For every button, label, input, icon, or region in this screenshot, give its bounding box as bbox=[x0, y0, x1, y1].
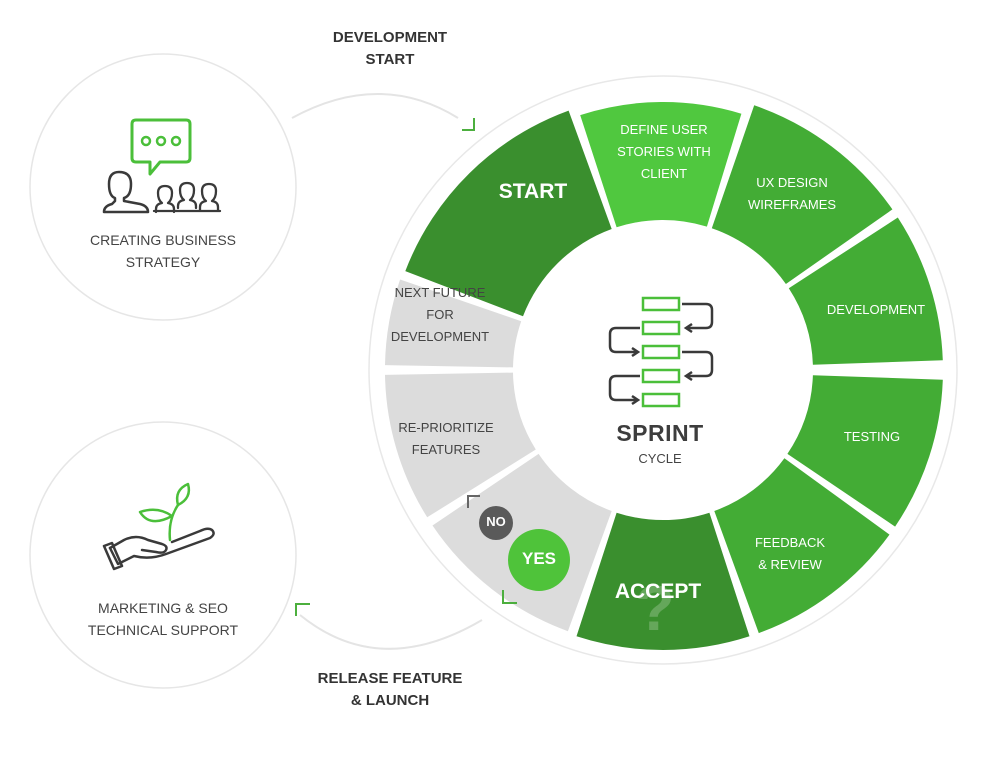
segment-start-shape bbox=[405, 110, 612, 317]
development-start-line-2: START bbox=[365, 51, 415, 68]
no-corner-icon bbox=[467, 495, 480, 508]
marketing-caption-line-1: MARKETING & SEO bbox=[98, 600, 228, 616]
release-feature-label: RELEASE FEATURE & LAUNCH bbox=[290, 668, 490, 712]
sprint-title: SPRINT bbox=[616, 420, 704, 446]
ux-line-2: WIREFRAMES bbox=[747, 197, 837, 212]
segment-next-future: NEXT FUTURE FOR DEVELOPMENT bbox=[380, 282, 500, 348]
segment-feedback-review: FEEDBACK & REVIEW bbox=[730, 532, 850, 576]
development-start-label: DEVELOPMENT START bbox=[300, 27, 480, 71]
no-label: NO bbox=[486, 514, 506, 529]
marketing-caption-line-2: TECHNICAL SUPPORT bbox=[87, 622, 239, 638]
cycle-segments bbox=[385, 101, 943, 650]
segment-define-user-stories: DEFINE USER STORIES WITH CLIENT bbox=[600, 119, 728, 185]
segment-testing: TESTING bbox=[812, 426, 932, 448]
feedback-line-1: FEEDBACK bbox=[754, 535, 826, 550]
presentation-chat-icon bbox=[102, 118, 222, 214]
strategy-caption-line-1: CREATING BUSINESS bbox=[90, 232, 236, 248]
sprint-loop-icon bbox=[608, 296, 714, 408]
plant-in-hand-icon bbox=[102, 482, 215, 571]
release-feature-line-1: RELEASE FEATURE bbox=[317, 670, 463, 687]
accept-label: ACCEPT bbox=[614, 580, 702, 603]
segment-testing-shape bbox=[787, 375, 943, 527]
yes-label: YES bbox=[521, 549, 557, 568]
segment-re-prioritize: RE-PRIORITIZE FEATURES bbox=[386, 417, 506, 461]
segment-next-shape bbox=[385, 279, 522, 368]
development-label: DEVELOPMENT bbox=[826, 302, 926, 317]
segment-accept: ACCEPT bbox=[598, 581, 718, 603]
development-start-line-1: DEVELOPMENT bbox=[332, 29, 448, 46]
release-feature-line-2: & LAUNCH bbox=[350, 692, 430, 709]
next-line-3: DEVELOPMENT bbox=[390, 329, 490, 344]
next-line-1: NEXT FUTURE bbox=[394, 285, 486, 300]
reprioritize-line-2: FEATURES bbox=[411, 442, 481, 457]
no-badge bbox=[479, 506, 513, 540]
dev-start-arrow-icon bbox=[462, 118, 475, 131]
yes-corner-icon bbox=[502, 590, 517, 604]
strategy-caption-line-2: STRATEGY bbox=[125, 254, 201, 270]
segment-development: DEVELOPMENT bbox=[816, 299, 936, 321]
segment-define-shape bbox=[580, 101, 742, 228]
ux-line-1: UX DESIGN bbox=[756, 175, 828, 190]
marketing-seo-caption: MARKETING & SEO TECHNICAL SUPPORT bbox=[53, 597, 273, 641]
dev-start-arc bbox=[291, 93, 459, 119]
segment-ux-shape bbox=[711, 105, 893, 284]
creating-business-strategy-caption: CREATING BUSINESS STRATEGY bbox=[63, 229, 263, 273]
release-arrow-icon bbox=[295, 603, 310, 616]
segment-start-label: START bbox=[498, 180, 568, 203]
release-arc bbox=[299, 614, 483, 650]
segment-start: START bbox=[473, 181, 593, 203]
question-mark-icon: ? bbox=[635, 572, 674, 644]
segment-ux-design: UX DESIGN WIREFRAMES bbox=[737, 172, 847, 216]
sprint-subtitle: CYCLE bbox=[638, 451, 682, 466]
next-line-2: FOR bbox=[426, 307, 454, 322]
define-line-3: CLIENT bbox=[640, 166, 688, 181]
reprioritize-line-1: RE-PRIORITIZE bbox=[398, 420, 494, 435]
feedback-line-2: & REVIEW bbox=[758, 557, 822, 572]
testing-label: TESTING bbox=[843, 429, 901, 444]
yes-badge bbox=[508, 529, 570, 591]
segment-feedback-shape bbox=[714, 458, 890, 634]
segment-reprioritize-shape bbox=[385, 372, 536, 518]
define-line-2: STORIES WITH bbox=[617, 144, 711, 159]
segment-accept-shape bbox=[576, 512, 750, 650]
segment-development-shape bbox=[788, 217, 943, 365]
define-line-1: DEFINE USER bbox=[620, 122, 708, 137]
